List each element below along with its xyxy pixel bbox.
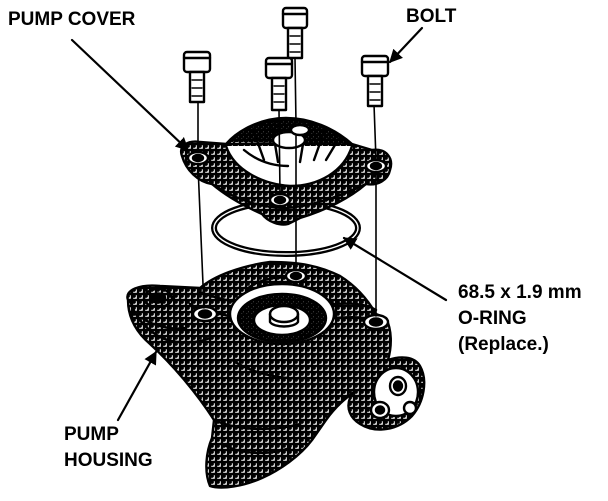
o-ring-name-label: O-RING [458,308,527,329]
bolt-center-top [281,6,309,60]
pump-housing-label-line1: PUMP [64,424,119,445]
alignment-lines [197,57,377,317]
bolt-center [264,56,294,112]
o-ring-note-label: (Replace.) [458,334,549,355]
bolt-label: BOLT [406,6,457,27]
pump-housing-leader [116,350,158,422]
leader-lines [70,26,448,422]
bolt-right [360,54,390,108]
pump-cover [179,116,393,226]
bolt-left [182,50,212,104]
bolt-leader [388,26,424,64]
pump-housing-label-line2: HOUSING [64,450,153,471]
pump-cover-label: PUMP COVER [8,9,136,30]
labels: PUMP COVER BOLT 68.5 x 1.9 mm O-RING (Re… [8,6,582,471]
o-ring-size-label: 68.5 x 1.9 mm [458,282,582,303]
pump-cover-leader [70,38,190,152]
pump-housing [126,260,426,489]
o-ring-leader [342,236,448,302]
